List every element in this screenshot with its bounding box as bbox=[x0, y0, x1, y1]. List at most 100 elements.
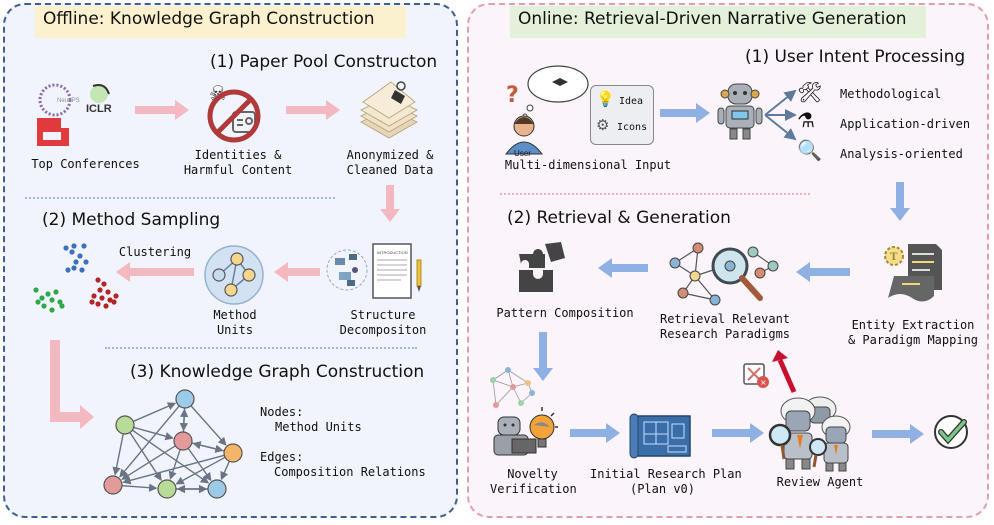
graph-edge bbox=[168, 449, 181, 480]
magnifier-icon bbox=[768, 423, 827, 468]
intent-methodological: Methodological bbox=[840, 87, 942, 101]
blue-arrow-left-icon bbox=[598, 258, 648, 282]
cluster-dot bbox=[71, 265, 77, 271]
user-intent-title: (1) User Intent Processing bbox=[745, 47, 966, 67]
blueprint-icon bbox=[628, 412, 693, 460]
magnifier-icon bbox=[711, 247, 763, 301]
entity-extraction-label: Entity Extraction & Paradigm Mapping bbox=[847, 318, 979, 347]
graph-edge bbox=[112, 433, 124, 476]
pink-arrow-left-icon bbox=[114, 262, 194, 286]
cluster-dots-icon bbox=[28, 240, 123, 320]
pink-arrow-down-icon bbox=[380, 185, 400, 227]
svg-text:×: × bbox=[760, 378, 767, 387]
blue-arrow-icon bbox=[570, 423, 620, 447]
cluster-dot bbox=[73, 259, 79, 265]
intent-analysis-oriented: Analysis-oriented bbox=[840, 147, 963, 161]
cluster-dot bbox=[83, 259, 89, 265]
conference-logos-icon: NeurIPS ICLR bbox=[33, 80, 123, 150]
question-mark-icon: ? bbox=[506, 83, 519, 108]
cluster-dot bbox=[57, 299, 63, 305]
cluster-dot bbox=[65, 267, 71, 273]
cleaned-data-label: Anonymized & Cleaned Data bbox=[346, 148, 434, 177]
initial-research-plan-label: Initial Research Plan (Plan v0) bbox=[590, 467, 742, 496]
svg-text:NeurIPS: NeurIPS bbox=[57, 98, 80, 104]
graph-edge bbox=[220, 460, 230, 481]
blue-arrow-icon bbox=[712, 423, 764, 447]
cluster-dot bbox=[35, 299, 41, 305]
nodes-heading: Nodes: bbox=[260, 405, 304, 419]
svg-text:ICLR: ICLR bbox=[86, 103, 112, 115]
graph-node bbox=[223, 443, 243, 463]
cluster-dot bbox=[59, 303, 65, 309]
review-agent-icon bbox=[768, 393, 865, 473]
pink-arrow-left-icon bbox=[272, 262, 320, 286]
entity-extraction-icon: T bbox=[880, 240, 950, 310]
reject-icon: × bbox=[743, 363, 771, 389]
cluster-dot bbox=[41, 303, 47, 309]
harmful-content-blocked-icon: ☠ bbox=[203, 78, 267, 148]
iclr-logo-icon: ICLR bbox=[86, 84, 112, 115]
graph-edge bbox=[119, 405, 180, 478]
blue-arrow-down-icon bbox=[533, 332, 553, 386]
blue-arrow-down-icon bbox=[890, 182, 910, 226]
user-thinking-icon: ? bbox=[500, 62, 590, 157]
cluster-dot bbox=[79, 267, 85, 273]
cluster-dot bbox=[89, 299, 95, 305]
pink-arrow-elbow-icon bbox=[50, 340, 95, 439]
method-units-icon bbox=[203, 244, 265, 306]
cluster-dot bbox=[97, 287, 103, 293]
acl-logo-icon bbox=[37, 118, 69, 146]
pink-arrow-icon bbox=[286, 100, 342, 124]
graduation-cap-icon bbox=[552, 78, 568, 86]
section-divider bbox=[25, 197, 335, 199]
cluster-dot bbox=[49, 297, 55, 303]
graph-node bbox=[207, 479, 227, 499]
graph-edge bbox=[179, 408, 189, 433]
cluster-dot bbox=[105, 289, 111, 295]
edges-heading: Edges: bbox=[260, 450, 304, 464]
cluster-dot bbox=[101, 281, 107, 287]
cluster-dot bbox=[111, 299, 117, 305]
cluster-dot bbox=[107, 297, 113, 303]
graph-edge bbox=[132, 402, 177, 423]
retrieval-paradigms-label: Retrieval Relevant Research Paradigms bbox=[659, 312, 791, 341]
paper-stack-icon bbox=[355, 76, 425, 146]
knowledge-graph-title: (3) Knowledge Graph Construction bbox=[130, 362, 425, 382]
clustering-label: Clustering bbox=[118, 245, 192, 259]
offline-banner: Offline: Knowledge Graph Construction bbox=[35, 6, 406, 38]
graph-edge bbox=[122, 454, 225, 485]
graph-edge bbox=[131, 429, 210, 484]
graph-edge bbox=[121, 445, 176, 480]
tools-icon: 🛠 bbox=[797, 80, 823, 104]
cluster-dot bbox=[45, 291, 51, 297]
graph-node bbox=[103, 475, 123, 495]
blue-arrow-left-icon bbox=[795, 262, 850, 286]
top-conferences-label: Top Conferences bbox=[31, 157, 140, 171]
cluster-dot bbox=[71, 243, 77, 249]
structure-decomposition-icon: INTRODUCTION bbox=[325, 240, 435, 305]
neurips-logo-icon: NeurIPS bbox=[38, 83, 80, 117]
concept-cloud-icon bbox=[326, 249, 368, 291]
blue-arrow-icon bbox=[872, 424, 924, 448]
graph-edge bbox=[129, 432, 162, 481]
cluster-dot bbox=[95, 301, 101, 307]
graph-edge bbox=[133, 426, 174, 441]
online-banner: Online: Retrieval-Driven Narrative Gener… bbox=[510, 6, 926, 38]
intent-application-driven: Application-driven bbox=[840, 117, 971, 131]
cluster-dot bbox=[91, 293, 97, 299]
gear-document-icon: ⚙ bbox=[596, 116, 610, 134]
document-search-icon: 🔍 bbox=[797, 138, 822, 162]
edges-value: Composition Relations bbox=[274, 465, 426, 479]
knowledge-graph-icon bbox=[95, 385, 255, 510]
cluster-dot bbox=[39, 295, 45, 301]
graph-node bbox=[175, 389, 195, 409]
paper-pool-title: (1) Paper Pool Constructon bbox=[210, 52, 438, 72]
user-label: User bbox=[514, 149, 531, 158]
multi-dimensional-input-label: Multi-dimensional Input bbox=[504, 158, 672, 172]
graph-node bbox=[157, 479, 177, 499]
cluster-dot bbox=[49, 307, 55, 313]
section-divider bbox=[500, 193, 810, 195]
retrieval-network-icon bbox=[665, 238, 780, 310]
cluster-dot bbox=[77, 253, 83, 259]
cluster-dot bbox=[95, 277, 101, 283]
